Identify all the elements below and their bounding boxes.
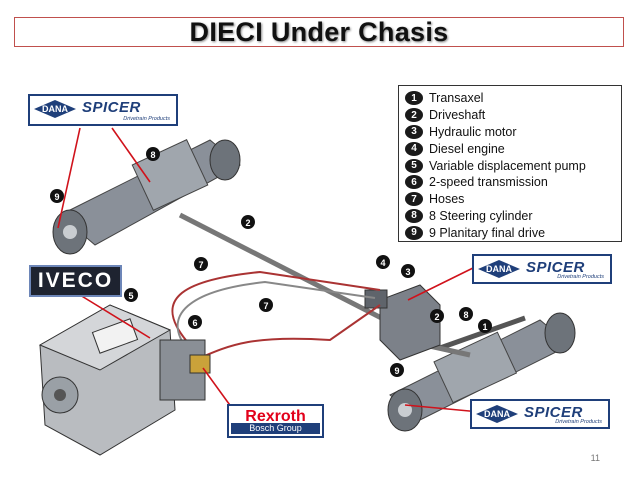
legend-number: 5 [405, 158, 423, 173]
svg-text:7: 7 [198, 260, 203, 270]
driveshaft-front [178, 212, 397, 328]
callout-9-front: 9 [50, 189, 64, 203]
legend-number: 8 [405, 208, 423, 223]
legend-number: 7 [405, 192, 423, 207]
legend-label: Hydraulic motor [429, 124, 517, 139]
legend-number: 2 [405, 108, 423, 123]
iveco-logo: IVECO [29, 265, 122, 297]
rear-axle [387, 312, 576, 432]
rexroth-subtitle: Bosch Group [231, 423, 320, 434]
callout-2-rear: 2 [430, 309, 444, 323]
dana-spicer-logo-rear: DANA SPICER Drivetrain Products [470, 399, 610, 429]
dana-spicer-logo-front: DANA SPICER Drivetrain Products [28, 94, 178, 126]
dana-logo: DANA [34, 100, 76, 118]
spicer-logo: SPICER [526, 259, 585, 276]
front-axle [52, 138, 241, 255]
title-box: DIECI Under Chasis [14, 17, 624, 47]
legend-label: Driveshaft [429, 108, 486, 123]
spicer-tagline: Drivetrain Products [555, 419, 602, 425]
svg-text:2: 2 [245, 218, 250, 228]
legend-label: Variable displacement pump [429, 158, 586, 173]
svg-text:6: 6 [192, 318, 197, 328]
legend-item: 8 8 Steering cylinder [399, 208, 621, 225]
spicer-logo: SPICER [82, 99, 141, 116]
legend-item: 6 2-speed transmission [399, 174, 621, 191]
svg-text:8: 8 [150, 150, 155, 160]
svg-text:2: 2 [434, 312, 439, 322]
diesel-engine [38, 304, 211, 456]
callout-4: 4 [376, 255, 390, 269]
page-number: 11 [590, 453, 600, 463]
svg-text:9: 9 [394, 366, 399, 376]
legend-item: 2 Driveshaft [399, 107, 621, 124]
svg-text:8: 8 [463, 310, 468, 320]
dana-spicer-logo-motor: DANA SPICER Drivetrain Products [472, 254, 612, 284]
callout-7-lower: 7 [259, 298, 273, 312]
legend-label: Diesel engine [429, 141, 505, 156]
legend-item: 5 Variable displacement pump [399, 157, 621, 174]
pointer-arrows [57, 127, 481, 413]
svg-text:4: 4 [380, 258, 385, 268]
callout-1: 1 [478, 319, 492, 333]
legend-label: 8 Steering cylinder [429, 208, 533, 223]
legend-item: 7 Hoses [399, 191, 621, 208]
page-title: DIECI Under Chasis [189, 17, 449, 47]
legend-number: 6 [405, 175, 423, 190]
legend-item: 3 Hydraulic motor [399, 124, 621, 141]
svg-text:1: 1 [482, 322, 487, 332]
callout-8-front: 8 [146, 147, 160, 161]
dana-logo: DANA [478, 260, 520, 278]
legend-label: 9 Planitary final drive [429, 225, 546, 240]
rexroth-logo: Rexroth Bosch Group [227, 404, 324, 438]
svg-text:9: 9 [54, 192, 59, 202]
legend-item: 9 9 Planitary final drive [399, 224, 621, 241]
spicer-tagline: Drivetrain Products [557, 274, 604, 280]
svg-text:3: 3 [405, 267, 410, 277]
hydraulic-motor [364, 284, 441, 361]
legend-label: 2-speed transmission [429, 175, 548, 190]
callout-8-rear: 8 [459, 307, 473, 321]
callout-2-front: 2 [241, 215, 255, 229]
legend-item: 4 Diesel engine [399, 140, 621, 157]
legend-number: 4 [405, 141, 423, 156]
legend-label: Hoses [429, 192, 465, 207]
svg-text:5: 5 [128, 291, 133, 301]
svg-text:7: 7 [263, 301, 268, 311]
legend-item: 1 Transaxel [399, 90, 621, 107]
legend-number: 9 [405, 225, 423, 240]
callout-9-rear: 9 [390, 363, 404, 377]
callout-markers: 9 8 2 7 7 5 6 4 3 2 8 1 9 [50, 147, 492, 377]
dana-logo: DANA [476, 405, 518, 423]
spicer-logo: SPICER [524, 404, 583, 421]
callout-6: 6 [188, 315, 202, 329]
legend-label: Transaxel [429, 91, 484, 106]
callout-3: 3 [401, 264, 415, 278]
callout-5: 5 [124, 288, 138, 302]
callout-7-upper: 7 [194, 257, 208, 271]
spicer-tagline: Drivetrain Products [123, 116, 170, 122]
rexroth-name: Rexroth [245, 408, 306, 425]
legend-number: 1 [405, 91, 423, 106]
legend-number: 3 [405, 124, 423, 139]
